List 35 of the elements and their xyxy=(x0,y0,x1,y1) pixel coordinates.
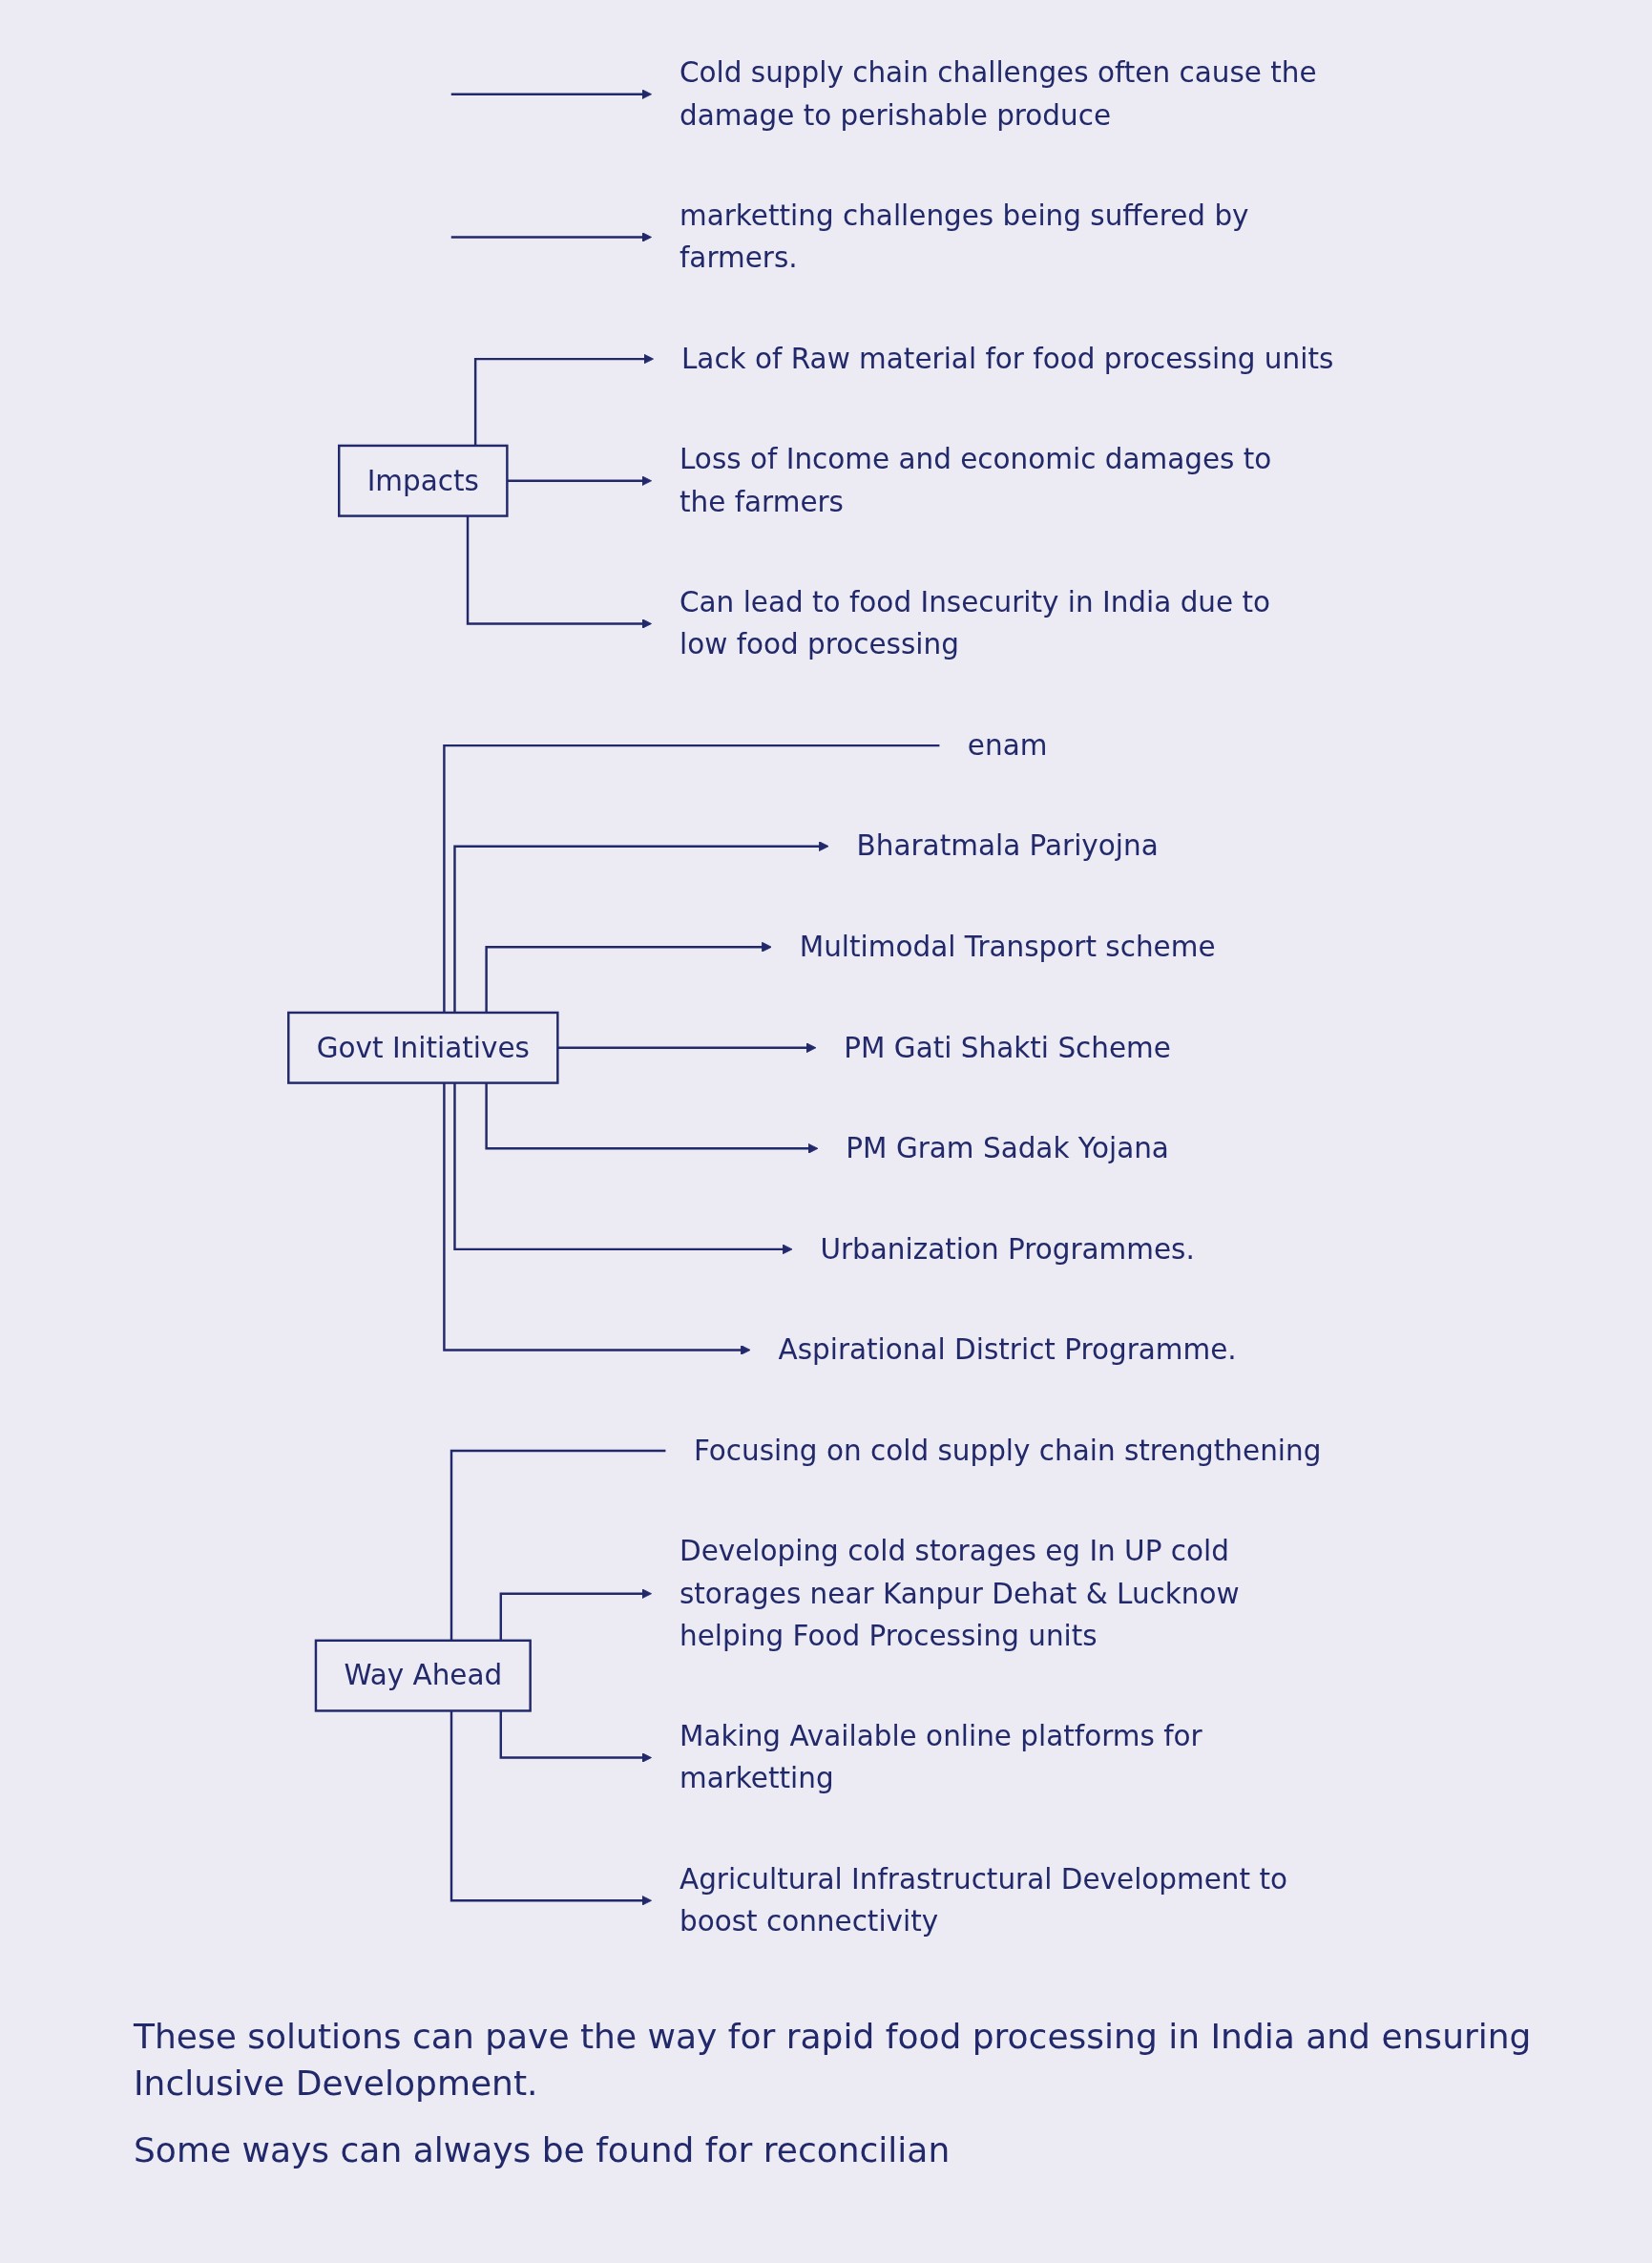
node-box: Way Ahead xyxy=(314,1639,532,1712)
node-text: Agricultural Infrastructural Development to boost connectivity xyxy=(679,1863,1288,1938)
node-text: Making Available online platforms for marketting xyxy=(679,1720,1202,1795)
node-text: Can lead to food Insecurity in India due to low food processing xyxy=(679,586,1271,661)
node-text: marketting challenges being suffered by farmers. xyxy=(679,199,1249,275)
arrow xyxy=(443,1082,751,1355)
arrow xyxy=(485,1082,819,1154)
node-text: enam xyxy=(967,728,1048,763)
note-text: Some ways can always be found for reconcilian xyxy=(134,2129,951,2172)
node-text: Bharatmala Pariyojna xyxy=(856,829,1159,863)
node-text: Urbanization Programmes. xyxy=(820,1232,1195,1267)
arrow xyxy=(453,1082,793,1255)
node-text: Focusing on cold supply chain strengthening xyxy=(693,1434,1322,1468)
note-text: These solutions can pave the way for rapid food processing in India and ensuring Inclusive Development. xyxy=(134,2016,1533,2105)
arrow xyxy=(485,941,772,1013)
arrow xyxy=(453,841,829,1013)
node-text: PM Gati Shakti Scheme xyxy=(844,1031,1171,1064)
arrow xyxy=(450,89,652,100)
arrow xyxy=(499,1710,652,1763)
connector-line xyxy=(443,744,940,1013)
node-text: Cold supply chain challenges often cause the damage to perishable produce xyxy=(679,56,1317,132)
node-text: Multimodal Transport scheme xyxy=(799,931,1216,964)
arrow xyxy=(450,232,652,242)
node-text: Developing cold storages eg In UP cold storages near Kanpur Dehat & Lucknow helping Food Processing units xyxy=(679,1535,1240,1653)
node-text: PM Gram Sadak Yojana xyxy=(846,1132,1169,1165)
node-text: Loss of Income and economic damages to the farmers xyxy=(679,443,1272,519)
arrow xyxy=(450,1710,652,1906)
connector-line xyxy=(450,1449,666,1641)
node-box: Impacts xyxy=(338,444,509,517)
arrow xyxy=(473,353,654,446)
node-box: Govt Initiatives xyxy=(287,1011,559,1084)
node-text: Aspirational District Programme. xyxy=(778,1333,1237,1367)
arrow xyxy=(466,515,652,629)
node-text: Lack of Raw material for food processing units xyxy=(680,342,1334,376)
arrow xyxy=(499,1588,652,1641)
